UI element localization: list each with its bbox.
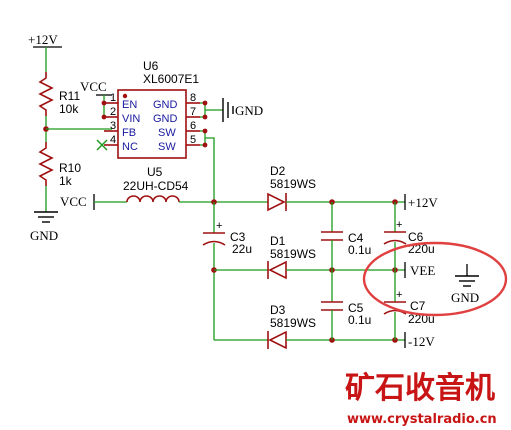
plus12-right-label: +12V bbox=[408, 195, 438, 210]
u6-pin-name-nc: NC bbox=[122, 141, 138, 153]
c5-ref: C5 bbox=[348, 301, 364, 315]
u6-pin-num-1: 1 bbox=[110, 92, 116, 104]
vcc-u6-label: VCC bbox=[80, 79, 107, 94]
vee-label: VEE bbox=[410, 263, 435, 278]
u6-pin-name-en: EN bbox=[122, 99, 137, 111]
c7-ref: C7 bbox=[410, 299, 426, 313]
c4-value: 0.1u bbox=[348, 243, 371, 257]
u5-value: 22UH-CD54 bbox=[123, 179, 189, 193]
r11-value: 10k bbox=[59, 102, 79, 116]
r11-ref: R11 bbox=[59, 89, 80, 103]
diode-d1 bbox=[268, 260, 287, 280]
wire-sw-node bbox=[205, 137, 215, 202]
u6-pin-num-7: 7 bbox=[190, 106, 196, 118]
minus12-label: -12V bbox=[408, 334, 435, 349]
inductor-u5 bbox=[126, 195, 180, 203]
c5-value: 0.1u bbox=[348, 313, 371, 327]
u6-pin-num-5: 5 bbox=[190, 134, 196, 146]
c3-ref: C3 bbox=[230, 230, 246, 244]
u5-ref: U5 bbox=[147, 165, 163, 179]
junction-gnd7 bbox=[202, 114, 208, 120]
d1-ref: D1 bbox=[270, 234, 286, 248]
c7-plate-bottom bbox=[383, 309, 407, 315]
highlight-ellipse bbox=[362, 241, 508, 317]
resistor-r10 bbox=[38, 142, 54, 186]
c3-plate-bottom bbox=[202, 240, 226, 246]
junction-en bbox=[101, 100, 107, 106]
diode-d2 bbox=[267, 192, 286, 212]
gnd-u6-label: GND bbox=[235, 103, 263, 118]
junction-sw6 bbox=[202, 128, 208, 134]
d2-ref: D2 bbox=[270, 164, 286, 178]
d2-value: 5819WS bbox=[270, 177, 316, 191]
u6-pin-name-sw5: SW bbox=[158, 141, 176, 153]
u6-pin-num-2: 2 bbox=[110, 106, 116, 118]
u6-pin-name-gnd7: GND bbox=[153, 113, 178, 125]
watermark-title: 矿石收音机 bbox=[345, 371, 495, 406]
r10-ref: R10 bbox=[59, 161, 81, 175]
vcc-u5-label: VCC bbox=[60, 194, 87, 209]
c6-ref: C6 bbox=[408, 230, 424, 244]
u6-pin-name-sw6: SW bbox=[158, 127, 176, 139]
u6-value: XL6007E1 bbox=[143, 72, 199, 86]
plus12-top-label: +12V bbox=[28, 32, 58, 47]
u6-pin-num-8: 8 bbox=[190, 92, 196, 104]
r10-value: 1k bbox=[59, 174, 73, 188]
junction-sw5 bbox=[202, 142, 208, 148]
junction-vin bbox=[101, 114, 107, 120]
u6-pin1-marker bbox=[122, 93, 128, 99]
u6-ref: U6 bbox=[143, 59, 159, 73]
d3-ref: D3 bbox=[270, 303, 286, 317]
d3-value: 5819WS bbox=[270, 316, 316, 330]
diode-d3 bbox=[268, 330, 287, 350]
c4-ref: C4 bbox=[348, 231, 364, 245]
c6-plate-bottom bbox=[383, 239, 407, 245]
u6-pin-num-3: 3 bbox=[110, 120, 116, 132]
c3-value: 22u bbox=[232, 242, 252, 256]
d1-value: 5819WS bbox=[270, 247, 316, 261]
nc-x-icon bbox=[96, 139, 108, 151]
u6-pin-num-4: 4 bbox=[110, 134, 116, 146]
watermark-url: www.crystalradio.cn bbox=[347, 412, 497, 427]
gnd-left-label: GND bbox=[30, 228, 58, 243]
svg-text:+: + bbox=[216, 220, 222, 232]
u6-pin-name-fb: FB bbox=[122, 127, 136, 139]
gnd-u6-icon bbox=[222, 98, 234, 122]
gnd-right-icon bbox=[455, 264, 479, 287]
u6-pin-num-6: 6 bbox=[190, 120, 196, 132]
resistor-r11 bbox=[38, 72, 54, 116]
u6-body bbox=[117, 89, 187, 159]
u6-pin-name-gnd8: GND bbox=[153, 99, 178, 111]
svg-text:+: + bbox=[396, 219, 402, 231]
svg-text:+: + bbox=[396, 289, 402, 301]
gnd-right-label: GND bbox=[451, 290, 479, 305]
u6-pin-name-vin: VIN bbox=[122, 113, 140, 125]
gnd-left-icon bbox=[34, 211, 58, 223]
junction-gnd8 bbox=[202, 100, 208, 106]
